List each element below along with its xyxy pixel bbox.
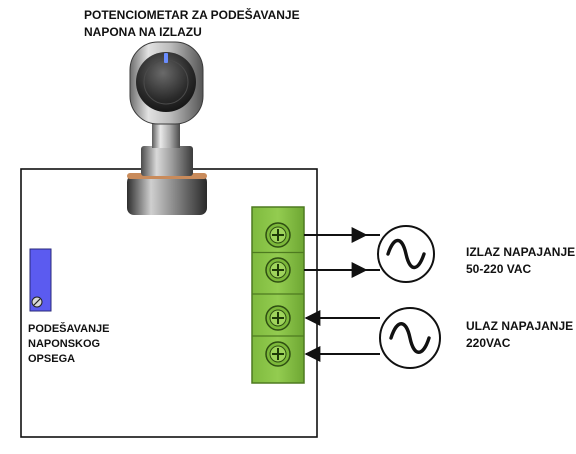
output-label-line1: IZLAZ NAPAJANJE xyxy=(466,245,576,259)
input-label-line1: ULAZ NAPAJANJE xyxy=(466,319,574,333)
ac-source-icon xyxy=(379,307,441,369)
ac-source-icon xyxy=(377,225,435,283)
range-adjust-label-line1: PODEŠAVANJE xyxy=(28,323,110,335)
potentiometer-label: POTENCIOMETAR ZA PODEŠAVANJE NAPONA NA I… xyxy=(84,7,300,41)
output-sine-icon xyxy=(386,238,426,270)
output-label: IZLAZ NAPAJANJE 50-220 VAC xyxy=(466,244,575,278)
range-adjust-label: PODEŠAVANJE NAPONSKOG OPSEGA xyxy=(28,322,110,367)
knob-indicator-icon xyxy=(164,53,168,63)
potentiometer-knob-icon xyxy=(127,41,207,215)
input-sine-icon xyxy=(389,322,431,354)
potentiometer-label-line1: POTENCIOMETAR ZA PODEŠAVANJE xyxy=(84,8,300,22)
potentiometer-nut xyxy=(141,146,193,176)
wiring xyxy=(304,227,380,362)
screw-terminal-icon xyxy=(265,257,291,283)
potentiometer-label-line2: NAPONA NA IZLAZU xyxy=(84,25,202,39)
screw-terminal-icon xyxy=(265,341,291,367)
output-label-line2: 50-220 VAC xyxy=(466,262,532,276)
range-adjust-label-line2: NAPONSKOG xyxy=(28,338,101,350)
terminal-block xyxy=(251,206,305,384)
trimmer-potentiometer-icon xyxy=(29,248,52,312)
potentiometer-shaft xyxy=(152,120,180,148)
input-label-line2: 220VAC xyxy=(466,336,511,350)
knob-face xyxy=(136,52,196,112)
input-label: ULAZ NAPAJANJE 220VAC xyxy=(466,318,573,352)
range-adjust-label-line3: OPSEGA xyxy=(28,353,76,365)
potentiometer-body xyxy=(127,175,207,215)
screw-terminal-icon xyxy=(265,305,291,331)
screw-terminal-icon xyxy=(265,222,291,248)
trimmer-body xyxy=(29,248,52,312)
